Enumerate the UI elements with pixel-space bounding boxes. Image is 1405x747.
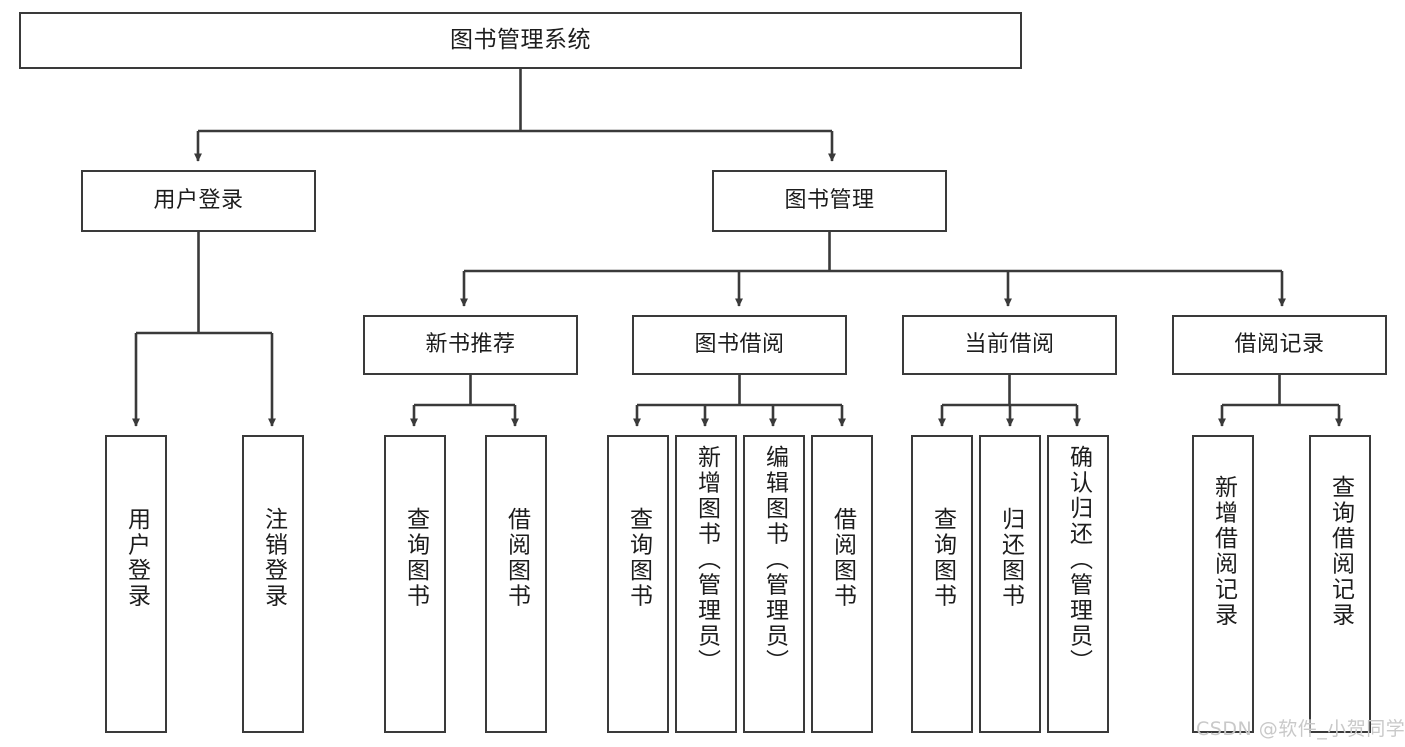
node-leaf-query-book-1-label: 查询图书: [402, 507, 429, 609]
node-new-book-recommend[interactable]: 新书推荐: [363, 315, 578, 375]
node-current-borrow[interactable]: 当前借阅: [902, 315, 1117, 375]
node-leaf-logout-login-label: 注销登录: [260, 507, 287, 609]
node-leaf-add-record-label: 新增借阅记录: [1210, 475, 1237, 628]
node-leaf-query-book-2-label: 查询图书: [625, 507, 652, 609]
node-leaf-add-book[interactable]: 新增图书（管理员）: [675, 435, 737, 733]
node-leaf-add-book-label: 新增图书（管理员）: [693, 445, 720, 675]
node-leaf-add-record[interactable]: 新增借阅记录: [1192, 435, 1254, 733]
node-borrow-record[interactable]: 借阅记录: [1172, 315, 1387, 375]
csdn-watermark: CSDN @软件_小贺同学: [1196, 718, 1405, 740]
node-user-login-label: 用户登录: [153, 187, 244, 213]
node-leaf-query-book-3-label: 查询图书: [929, 507, 956, 609]
node-leaf-return-book[interactable]: 归还图书: [979, 435, 1041, 733]
node-leaf-return-book-label: 归还图书: [997, 507, 1024, 609]
node-book-manage[interactable]: 图书管理: [712, 170, 947, 232]
node-leaf-confirm-return[interactable]: 确认归还（管理员）: [1047, 435, 1109, 733]
node-root[interactable]: 图书管理系统: [19, 12, 1022, 69]
node-leaf-borrow-book-1[interactable]: 借阅图书: [485, 435, 547, 733]
node-leaf-edit-book-label: 编辑图书（管理员）: [761, 445, 788, 675]
node-root-label: 图书管理系统: [450, 26, 591, 53]
node-new-book-recommend-label: 新书推荐: [425, 331, 516, 357]
node-leaf-borrow-book-2[interactable]: 借阅图书: [811, 435, 873, 733]
node-book-borrow-label: 图书借阅: [694, 331, 785, 357]
node-leaf-query-book-2[interactable]: 查询图书: [607, 435, 669, 733]
node-user-login[interactable]: 用户登录: [81, 170, 316, 232]
node-book-borrow[interactable]: 图书借阅: [632, 315, 847, 375]
node-leaf-query-record[interactable]: 查询借阅记录: [1309, 435, 1371, 733]
node-leaf-confirm-return-label: 确认归还（管理员）: [1065, 445, 1092, 675]
node-current-borrow-label: 当前借阅: [964, 331, 1055, 357]
node-leaf-query-record-label: 查询借阅记录: [1327, 475, 1354, 628]
node-book-manage-label: 图书管理: [784, 187, 875, 213]
node-leaf-borrow-book-1-label: 借阅图书: [503, 507, 530, 609]
node-leaf-borrow-book-2-label: 借阅图书: [829, 507, 856, 609]
node-leaf-query-book-3[interactable]: 查询图书: [911, 435, 973, 733]
node-leaf-user-login-label: 用户登录: [123, 507, 150, 609]
node-leaf-query-book-1[interactable]: 查询图书: [384, 435, 446, 733]
node-leaf-logout-login[interactable]: 注销登录: [242, 435, 304, 733]
node-leaf-edit-book[interactable]: 编辑图书（管理员）: [743, 435, 805, 733]
node-borrow-record-label: 借阅记录: [1234, 331, 1325, 357]
node-leaf-user-login[interactable]: 用户登录: [105, 435, 167, 733]
